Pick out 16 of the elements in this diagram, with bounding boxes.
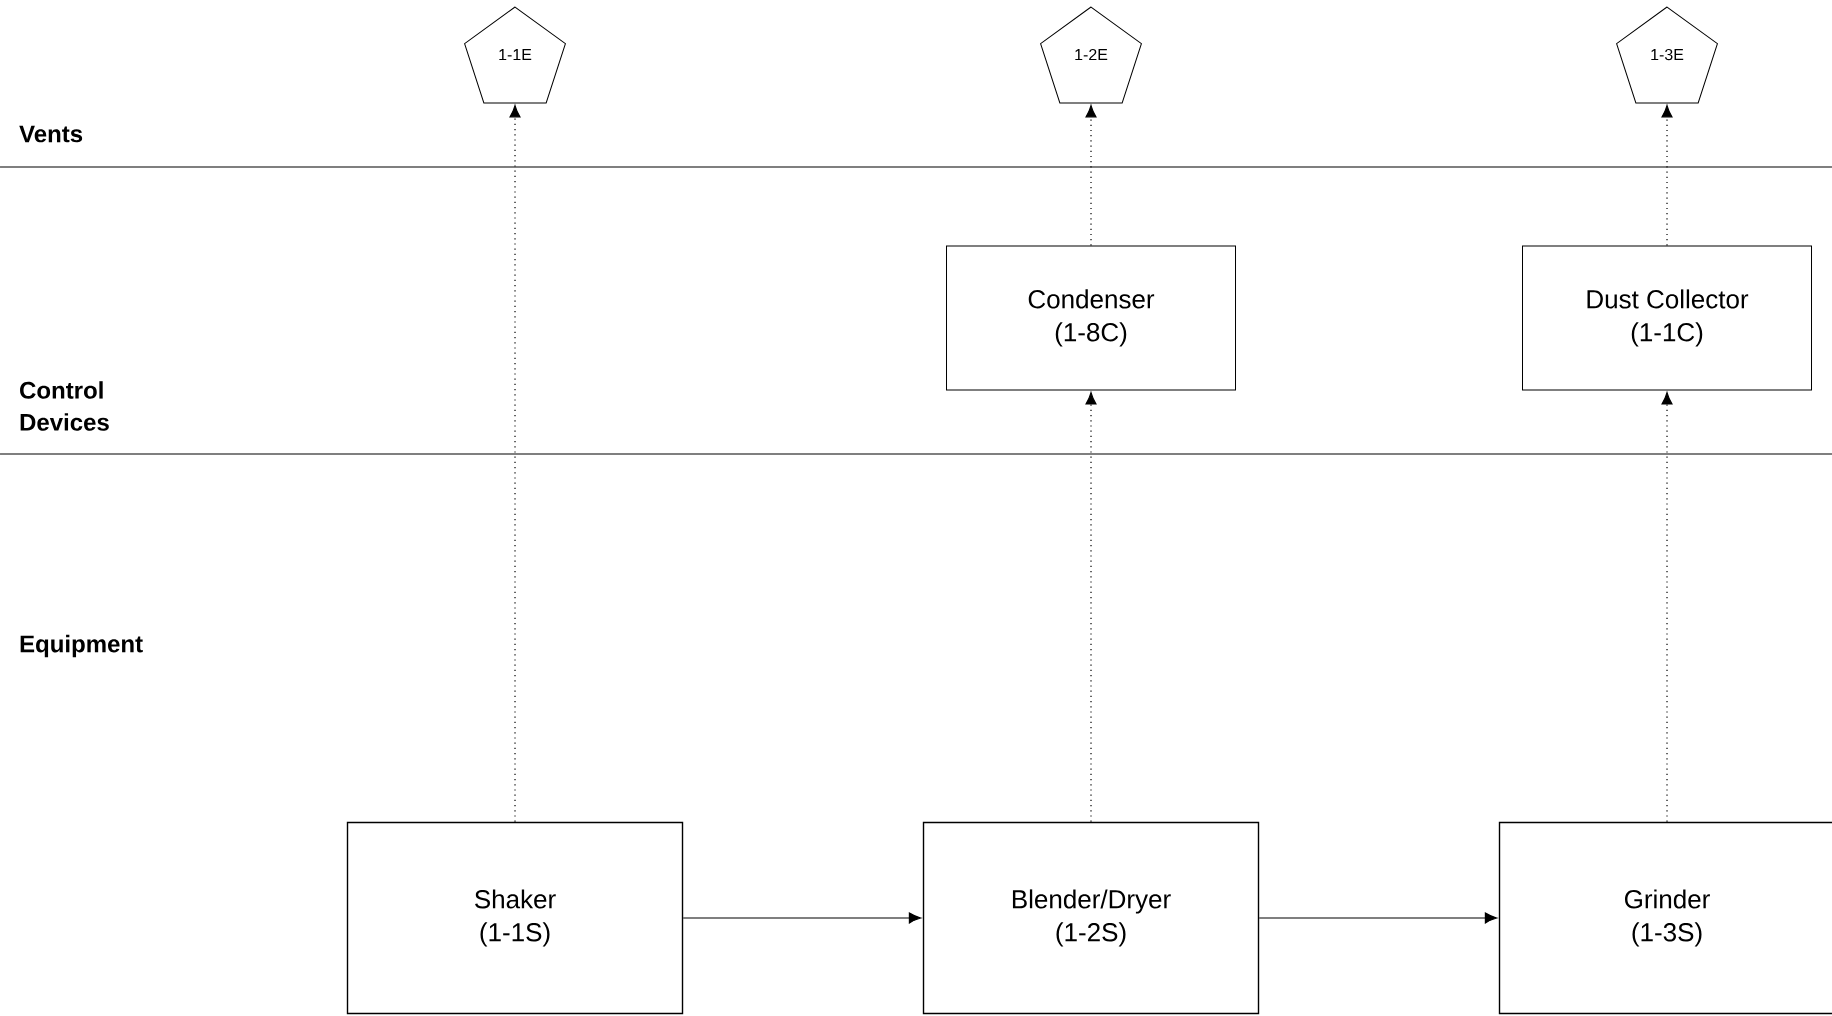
arrow	[1085, 392, 1097, 823]
vent-pentagon: 1-3E	[1616, 6, 1718, 104]
zone-label: Equipment	[20, 634, 143, 658]
arrow	[509, 104, 521, 823]
equipment-box: Blender/Dryer (1-2S)	[922, 821, 1260, 1015]
control-device-box: Dust Collector (1-1C)	[1522, 245, 1812, 391]
arrow	[1661, 392, 1673, 823]
equipment-box: Grinder (1-3S)	[1498, 821, 1832, 1015]
arrow	[1258, 912, 1498, 924]
zone-label: Vents	[19, 125, 83, 143]
control-device-box: Condenser (1-8C)	[946, 245, 1236, 391]
vent-pentagon: 1-2E	[1040, 6, 1142, 104]
arrow	[682, 912, 922, 924]
equipment-box: Shaker (1-1S)	[346, 821, 684, 1015]
vent-pentagon: 1-1E	[464, 6, 566, 104]
zone-label: Control Devices	[20, 381, 109, 431]
